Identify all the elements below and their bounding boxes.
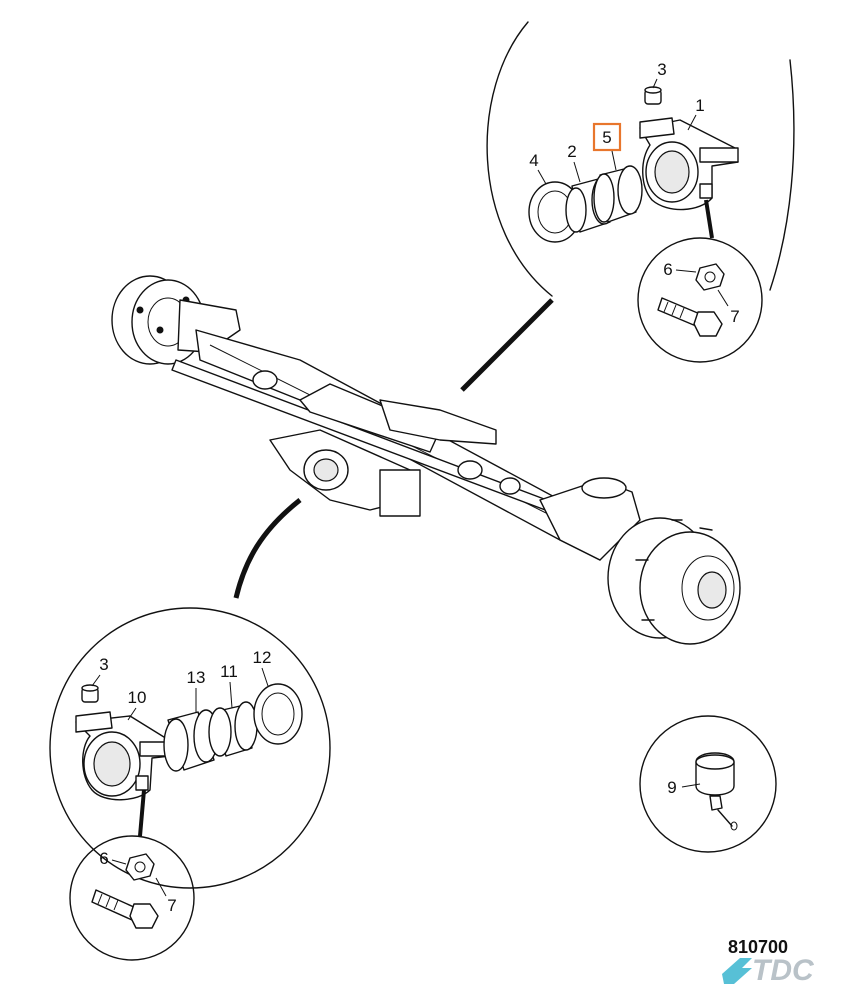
- bottom-detail-circle: [49, 607, 331, 889]
- grease-nipple-part-9: [695, 752, 738, 831]
- callout-11-bottom: 11: [220, 662, 238, 681]
- callout-7-bottom: 7: [167, 896, 176, 915]
- callout-4-top: 4: [529, 151, 538, 170]
- steering-ram: [299, 383, 441, 453]
- tdc-logo-text: TDC: [752, 954, 815, 987]
- bracket-part-1: [639, 117, 739, 211]
- callout-6-top: 6: [663, 260, 672, 279]
- top-detail-view: 3 1 5 2 4 6 7: [460, 21, 795, 392]
- bracket-part-10: [75, 711, 173, 801]
- callout-13-bottom: 13: [187, 668, 206, 687]
- drawing-number: 810700: [728, 937, 788, 957]
- part-9-circle: [639, 715, 777, 853]
- bottom-detail-view: 3 10 13 11 12 6 7: [49, 607, 331, 961]
- callout-5-top: 5: [602, 128, 611, 147]
- axle-assembly: [111, 275, 741, 645]
- callout-9: 9: [667, 778, 676, 797]
- cap-part-3: [644, 86, 662, 105]
- cap-part-3-bottom: [81, 684, 99, 703]
- right-hub: [607, 517, 741, 645]
- bolt-detail-circle-top: [637, 237, 763, 363]
- part-9-detail: 9: [639, 715, 777, 853]
- callout-10-bottom: 10: [128, 688, 147, 707]
- tdc-logo: TDC: [722, 954, 815, 987]
- callout-6-bottom: 6: [99, 849, 108, 868]
- center-pivot-bracket: [269, 399, 497, 517]
- callout-3-top: 3: [657, 60, 666, 79]
- callout-1-top: 1: [695, 96, 704, 115]
- bolt-part-7-top: [657, 297, 723, 337]
- tdc-logo-mark-icon: [722, 958, 752, 984]
- callout-2-top: 2: [567, 142, 576, 161]
- bush-part-13: [163, 709, 219, 772]
- bush-part-11: [208, 701, 258, 757]
- callout-7-top: 7: [730, 307, 739, 326]
- nut-part-6-bottom: [125, 853, 155, 881]
- bush-part-5: [593, 165, 643, 223]
- washer-part-12: [253, 683, 303, 745]
- callout-12-bottom: 12: [253, 648, 272, 667]
- callout-3-bottom: 3: [99, 655, 108, 674]
- highlight-box-callout-5: [592, 122, 622, 152]
- bolt-detail-circle-bottom: [69, 835, 195, 961]
- bolt-part-7-bottom: [91, 889, 159, 929]
- nut-part-6-top: [695, 263, 725, 291]
